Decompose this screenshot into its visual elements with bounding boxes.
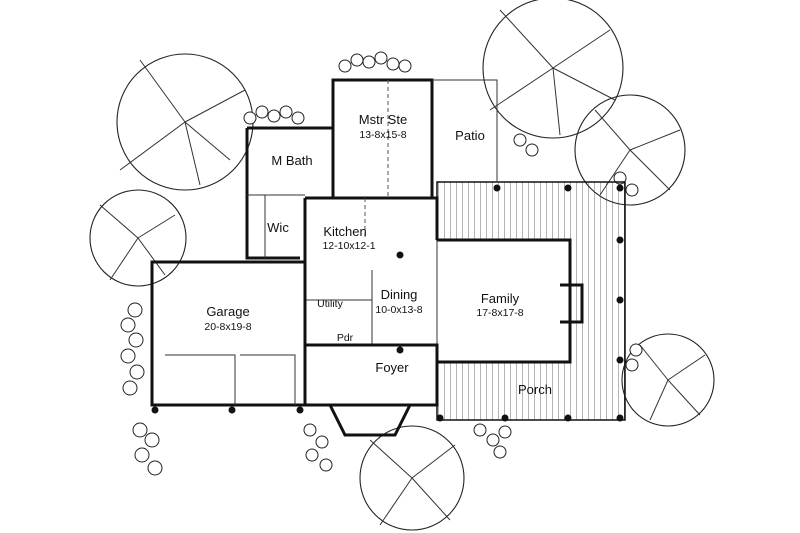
room-dimensions: 10-0x13-8 [375,304,422,316]
room-kitchen: Kitchen 12-10x12-1 [322,224,375,252]
room-dining: Dining 10-0x13-8 [375,287,422,316]
room-dimensions: 20-8x19-8 [204,321,251,333]
room-porch: Porch [518,382,552,397]
room-name: Porch [518,382,552,397]
room-name: Kitchen [323,224,366,239]
room-mstr: Mstr Ste 13-8x15-8 [359,112,407,141]
room-patio: Patio [455,128,485,143]
walls [150,78,584,437]
room-garage: Garage 20-8x19-8 [204,304,251,333]
porch-columns [151,184,624,422]
room-wic: Wic [267,220,289,235]
room-foyer: Foyer [375,360,409,375]
tree-icon [359,425,465,531]
tree-icon [89,189,187,287]
room-utility: Utility [317,298,343,310]
room-name: Wic [267,220,289,235]
landscape-shrubs [120,51,643,476]
room-name: Dining [381,287,418,302]
tree-icon [116,53,254,191]
room-name: Foyer [375,360,409,375]
room-dimensions: 12-10x12-1 [322,240,375,252]
room-name: Patio [455,128,485,143]
tree-icon [574,94,686,206]
room-name: Utility [317,298,343,310]
room-name: Family [481,291,520,306]
room-dimensions: 13-8x15-8 [359,129,406,141]
room-dimensions: 17-8x17-8 [476,307,523,319]
room-family: Family 17-8x17-8 [476,291,523,319]
room-name: Pdr [337,332,354,344]
room-name: Mstr Ste [359,112,407,127]
room-pdr: Pdr [337,332,354,344]
room-name: M Bath [271,153,312,168]
room-name: Garage [206,304,249,319]
room-mbath: M Bath [271,153,312,168]
tree-icon [482,0,624,139]
